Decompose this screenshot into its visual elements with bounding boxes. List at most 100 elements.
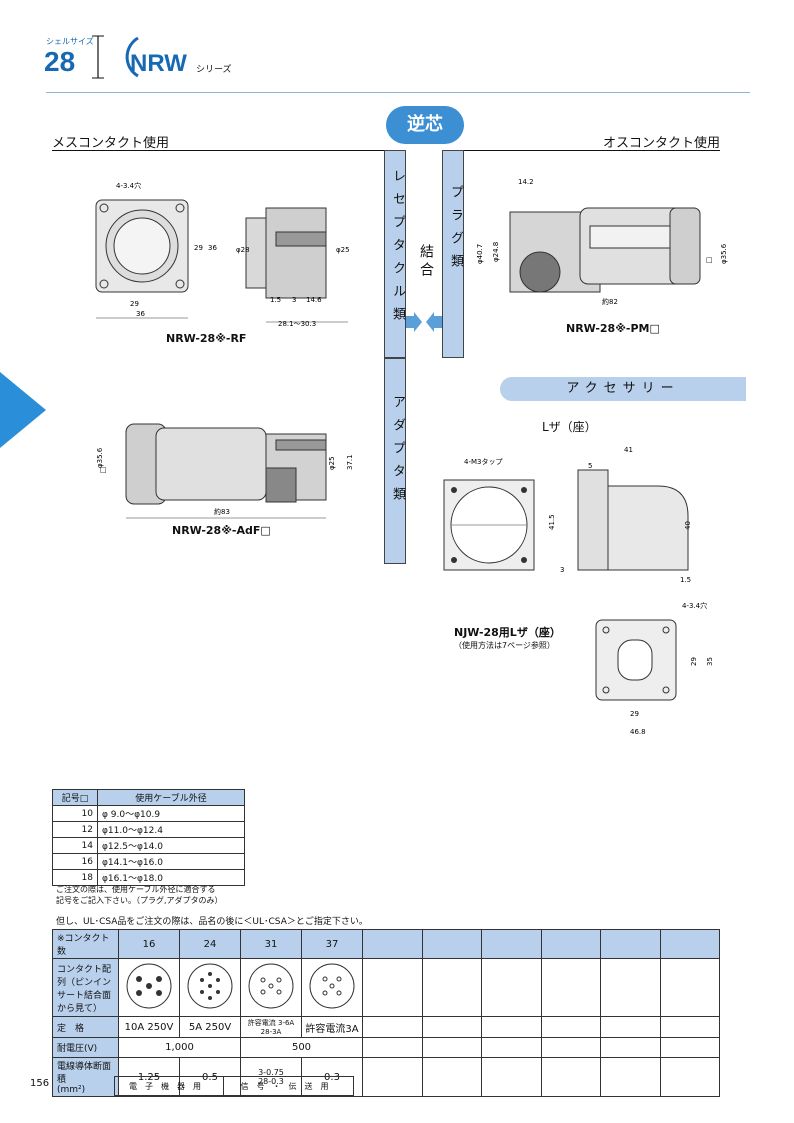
- header-bracket-icon: [92, 35, 139, 79]
- section-right-rule: [444, 150, 720, 151]
- svg-text:φ35.6: φ35.6: [96, 447, 104, 468]
- lza-drawing: 4-M3タップ 41 5 41.5 40 3 1.5: [443, 446, 692, 584]
- reverse-pin-pill: 逆芯: [386, 106, 464, 144]
- cable-code: 10: [52, 805, 98, 822]
- svg-text:29: 29: [130, 300, 139, 308]
- cable-range: φ16.1～φ18.0: [97, 869, 245, 886]
- svg-text:1.5: 1.5: [680, 576, 691, 584]
- svg-text:φ28: φ28: [236, 246, 250, 254]
- svg-text:約82: 約82: [602, 297, 618, 306]
- njw-title: NJW-28用Lザ（座）: [454, 626, 561, 639]
- rating-value: 許容電流3A: [301, 1016, 363, 1038]
- rating-value: 10A 250V: [118, 1016, 180, 1038]
- svg-text:14.2: 14.2: [518, 178, 534, 186]
- cable-range: φ12.5～φ14.0: [97, 837, 245, 854]
- adapter-label: アダプタ類: [390, 395, 405, 510]
- voltage-value: 500: [240, 1037, 363, 1058]
- voltage-value: 1,000: [118, 1037, 241, 1058]
- rating-value: 5A 250V: [179, 1016, 241, 1038]
- svg-text:29: 29: [630, 710, 639, 718]
- layout-label: コンタクト配列（ピンインサート結合面から見て）: [52, 958, 119, 1017]
- svg-text:36: 36: [136, 310, 145, 318]
- svg-text:□: □: [706, 256, 713, 264]
- spec-table: ※コンタクト数 16 24 31 37 コンタクト配列（ピンインサート結合面から…: [52, 929, 720, 1097]
- cable-range: φ14.1～φ16.0: [97, 853, 245, 870]
- svg-text:41: 41: [624, 446, 633, 454]
- header-rule: [46, 92, 750, 93]
- voltage-label: 耐電圧(V): [52, 1037, 119, 1058]
- svg-text:46.8: 46.8: [630, 728, 646, 736]
- order-note-line2: 記号をご記入下さい。（プラグ,アダプタのみ）: [56, 896, 223, 905]
- series-suffix: シリーズ: [196, 65, 232, 75]
- svg-text:φ35.6: φ35.6: [720, 243, 728, 264]
- contact-layout-37-icon: [309, 963, 355, 1009]
- contacts-label: ※コンタクト数: [52, 929, 119, 959]
- svg-text:φ40.7: φ40.7: [476, 244, 484, 264]
- coupling-arrows-icon: [406, 312, 442, 332]
- page-number: 156: [30, 1078, 50, 1089]
- svg-text:φ24.8: φ24.8: [492, 242, 500, 262]
- svg-text:5: 5: [588, 462, 592, 470]
- wire-unit: (mm²): [57, 1085, 86, 1095]
- svg-text:4-M3タップ: 4-M3タップ: [464, 457, 502, 466]
- plug-label: プラグ類: [448, 185, 463, 277]
- adapter-bar: アダプタ類: [384, 358, 406, 564]
- svg-text:約83: 約83: [214, 507, 230, 516]
- order-note-line1: ご注文の際は、使用ケーブル外径に適合する: [56, 885, 216, 894]
- rating-label: 定 格: [52, 1016, 119, 1038]
- svg-text:4-3.4穴: 4-3.4穴: [682, 601, 707, 610]
- receptacle-bar: レセプタクル類: [384, 150, 406, 358]
- footer-category-item: 電子機器用: [114, 1076, 224, 1096]
- accessory-header: アクセサリー: [500, 377, 746, 401]
- adf-drawing: φ35.6 □ φ25 37.1 約83: [96, 423, 354, 519]
- svg-text:14.6: 14.6: [306, 296, 322, 304]
- cable-code: 12: [52, 821, 98, 838]
- svg-text:3: 3: [292, 296, 296, 304]
- rf-title: NRW-28※-RF: [166, 332, 247, 345]
- series-name: NRW: [130, 50, 187, 77]
- svg-text:28.1～30.3: 28.1～30.3: [278, 320, 316, 328]
- cable-code: 14: [52, 837, 98, 854]
- rating-value: 3-6A: [278, 1019, 295, 1027]
- svg-text:□: □: [100, 466, 107, 474]
- cable-table-header: 記号□: [52, 789, 98, 806]
- contact-layout-31-icon: [248, 963, 294, 1009]
- footer-category: 電子機器用 信号・伝送用: [114, 1076, 355, 1096]
- contact-count: 24: [179, 929, 241, 959]
- njw-drawing: 4-3.4穴 29 35 29 46.8: [595, 601, 714, 736]
- svg-text:3: 3: [560, 566, 564, 574]
- svg-text:29: 29: [194, 244, 203, 252]
- footer-category-item: 信号・伝送用: [222, 1076, 355, 1096]
- rating-value: 28-3A: [260, 1028, 282, 1036]
- svg-text:35: 35: [706, 657, 714, 666]
- contact-count: 37: [301, 929, 363, 959]
- svg-text:37.1: 37.1: [346, 454, 354, 470]
- lza-title: Lザ（座）: [542, 420, 597, 434]
- contact-layout-24-icon: [187, 963, 233, 1009]
- cable-code: 16: [52, 853, 98, 870]
- coupling-label: 結合: [418, 244, 434, 280]
- svg-text:1.5: 1.5: [270, 296, 281, 304]
- plug-bar: プラグ類: [442, 150, 464, 358]
- cable-table-header: 使用ケーブル外径: [97, 789, 245, 806]
- svg-text:41.5: 41.5: [548, 514, 556, 530]
- adf-title: NRW-28※-AdF□: [172, 524, 271, 537]
- section-female-title: メスコンタクト使用: [52, 136, 170, 151]
- contact-layout-16-icon: [126, 963, 172, 1009]
- pm-drawing: 14.2 φ40.7 φ24.8 約82 φ35.6 □: [476, 178, 728, 306]
- receptacle-label: レセプタクル類: [390, 169, 405, 330]
- svg-text:40: 40: [684, 521, 692, 530]
- shell-size-number: 28: [44, 46, 76, 77]
- section-male-title: オスコンタクト使用: [602, 136, 720, 151]
- cable-range: φ 9.0～φ10.9: [97, 805, 245, 822]
- njw-note: （使用方法は7ページ参照）: [454, 641, 555, 650]
- contact-count: 31: [240, 929, 302, 959]
- section-left-rule: [52, 150, 384, 151]
- contact-count: 16: [118, 929, 180, 959]
- wire-value: 3-0.75: [258, 1068, 284, 1077]
